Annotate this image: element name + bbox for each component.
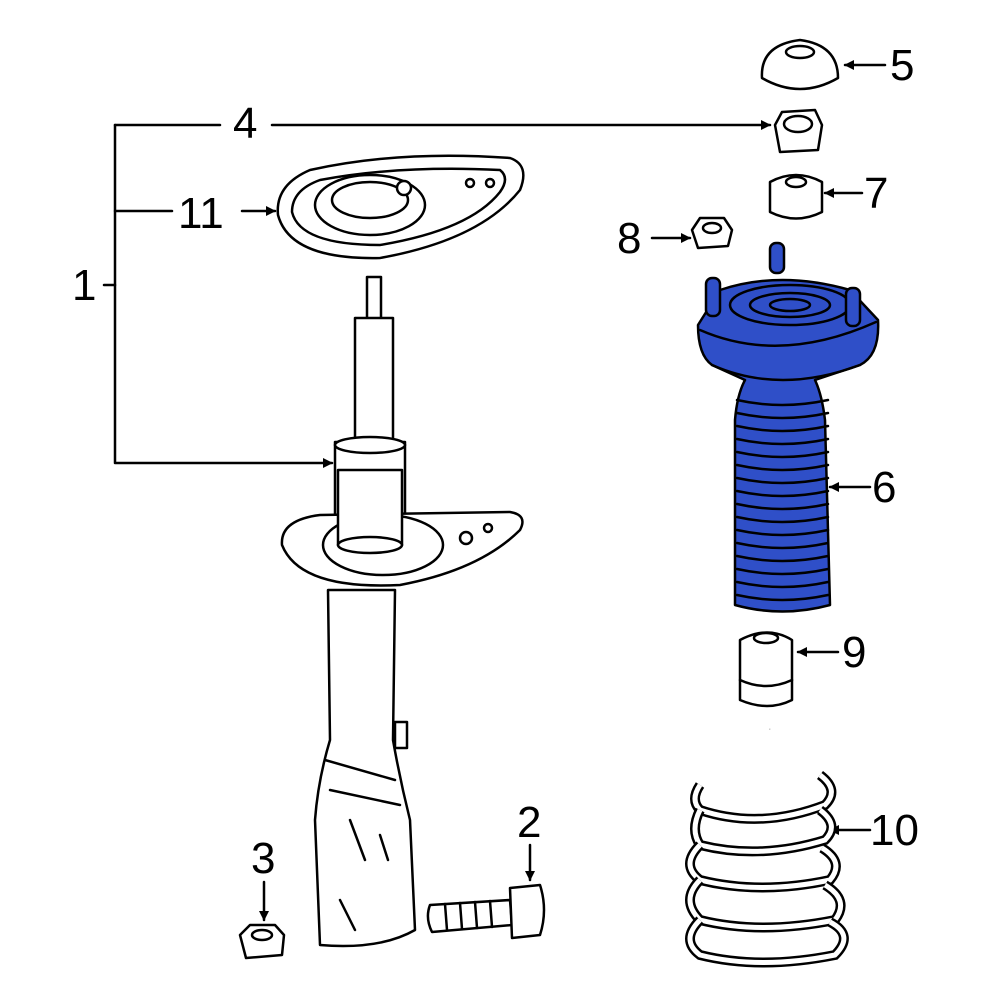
part-9-bump-stop [738,631,794,708]
callout-5: 5 [890,41,914,90]
boot-rib [735,567,830,576]
part-8-nut [690,216,734,250]
callout-3: 3 [251,834,275,883]
boot-rib [735,593,830,602]
spring-coil-inner [687,843,839,890]
callout-4: 4 [233,99,257,148]
boot-rib [735,437,830,446]
spring-coil-inner [692,808,834,854]
part-5-cap [760,38,840,91]
callout-labels: 1 2 3 4 5 6 7 8 9 10 11 [72,41,919,883]
boot-rib [735,502,830,511]
callout-2: 2 [517,798,541,847]
spring-coil-inner [692,773,834,822]
spring-coil-inner [687,878,844,930]
boot-rib [735,528,830,537]
callout-10: 10 [870,806,919,855]
callout-11: 11 [178,189,224,238]
boot-rib [735,554,830,563]
callout-1: 1 [72,261,96,310]
callout-6: 6 [872,463,896,512]
callout-9: 9 [842,628,866,677]
callout-7: 7 [864,169,888,218]
boot-rib [735,515,830,524]
boot-rib [735,580,830,589]
part-3-nut [238,923,286,960]
part-7-bushing [768,173,824,220]
boot-rib [735,411,830,420]
part-10-coil-spring [685,727,849,968]
part-2-bolt [426,883,546,940]
spring-coil-inner [687,918,847,965]
leader-lines [102,60,887,922]
callout-8: 8 [617,214,641,263]
boot-rib [735,476,830,485]
boot-rib [735,489,830,498]
boot-rib [735,424,830,433]
boot-rib [735,463,830,472]
boot-rib [735,450,830,459]
part-11-upper-plate [276,154,525,260]
part-4-nut [773,108,824,154]
boot-rib [735,398,830,407]
boot-rib [735,541,830,550]
strut-assembly [280,275,524,948]
part-6-strut-mount-boot [696,241,880,613]
